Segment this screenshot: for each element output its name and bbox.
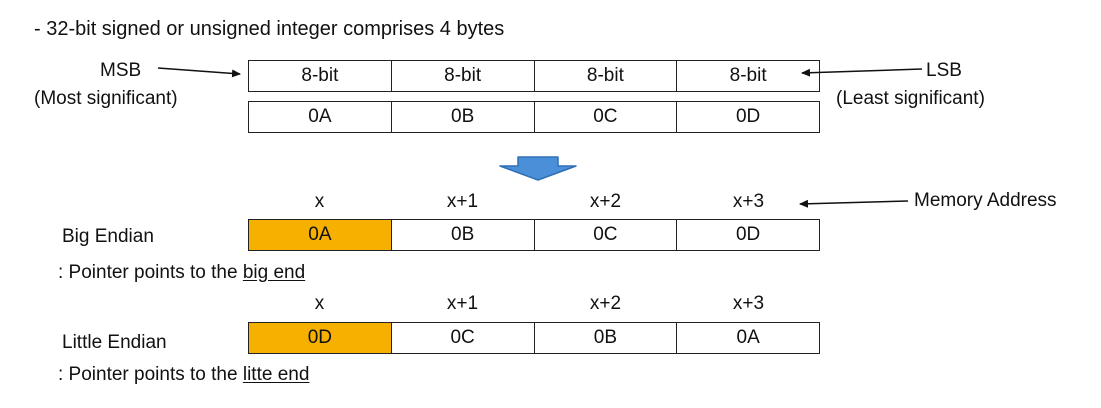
little-endian-address-row: x x+1 x+2 x+3 <box>248 293 820 315</box>
heading: - 32-bit signed or unsigned integer comp… <box>34 18 505 40</box>
little-endian-row: 0D 0C 0B 0A <box>248 322 820 354</box>
little-endian-cell: 0C <box>390 323 534 353</box>
little-endian-cell: 0B <box>533 323 677 353</box>
little-endian-title: Little Endian <box>62 332 167 353</box>
big-endian-cell: 0B <box>390 220 534 250</box>
little-endian-note-prefix: : Pointer points to the <box>58 364 243 385</box>
big-endian-cell: 0C <box>533 220 677 250</box>
big-endian-row: 0A 0B 0C 0D <box>248 219 820 251</box>
memory-address-arrow <box>799 199 909 208</box>
big-endian-note-emphasis: big end <box>242 262 306 283</box>
big-endian-note: : Pointer points to the big end <box>58 262 305 284</box>
lsb-pointer-arrow <box>801 68 923 77</box>
byte-cell: 8-bit <box>676 61 819 91</box>
address-label: x <box>314 293 325 314</box>
big-endian-cell: 0D <box>676 220 819 250</box>
byte-cell: 8-bit <box>390 61 534 91</box>
byte-width-row: 8-bit 8-bit 8-bit 8-bit <box>248 60 820 92</box>
big-endian-title: Big Endian <box>62 226 154 247</box>
value-cell: 0C <box>533 102 677 132</box>
msb-pointer-arrow <box>157 67 241 78</box>
msb-description: (Most significant) <box>34 88 178 109</box>
little-endian-cell: 0A <box>676 323 819 353</box>
address-label: x+2 <box>589 191 622 212</box>
address-label: x <box>314 191 325 212</box>
value-cell: 0D <box>676 102 819 132</box>
byte-cell: 8-bit <box>533 61 677 91</box>
address-label: x+3 <box>732 293 765 314</box>
byte-cell: 8-bit <box>301 65 339 86</box>
lsb-description: (Least significant) <box>836 88 985 109</box>
byte-value-row: 0A 0B 0C 0D <box>248 101 820 133</box>
little-endian-note: : Pointer points to the litte end <box>58 364 309 386</box>
down-arrow-icon <box>499 156 577 181</box>
address-label: x+1 <box>446 191 479 212</box>
big-endian-address-row: x x+1 x+2 x+3 <box>248 191 820 213</box>
big-endian-note-prefix: : Pointer points to the <box>58 262 243 283</box>
lsb-label: LSB <box>926 60 962 81</box>
value-cell: 0B <box>390 102 534 132</box>
little-endian-note-emphasis: litte end <box>242 364 310 385</box>
big-endian-cell-highlighted: 0A <box>249 220 391 250</box>
value-cell: 0A <box>308 106 332 127</box>
address-label: x+3 <box>732 191 765 212</box>
little-endian-cell-highlighted: 0D <box>249 323 391 353</box>
msb-label: MSB <box>100 60 142 81</box>
address-label: x+1 <box>446 293 479 314</box>
address-label: x+2 <box>589 293 622 314</box>
memory-address-label: Memory Address <box>914 190 1057 211</box>
